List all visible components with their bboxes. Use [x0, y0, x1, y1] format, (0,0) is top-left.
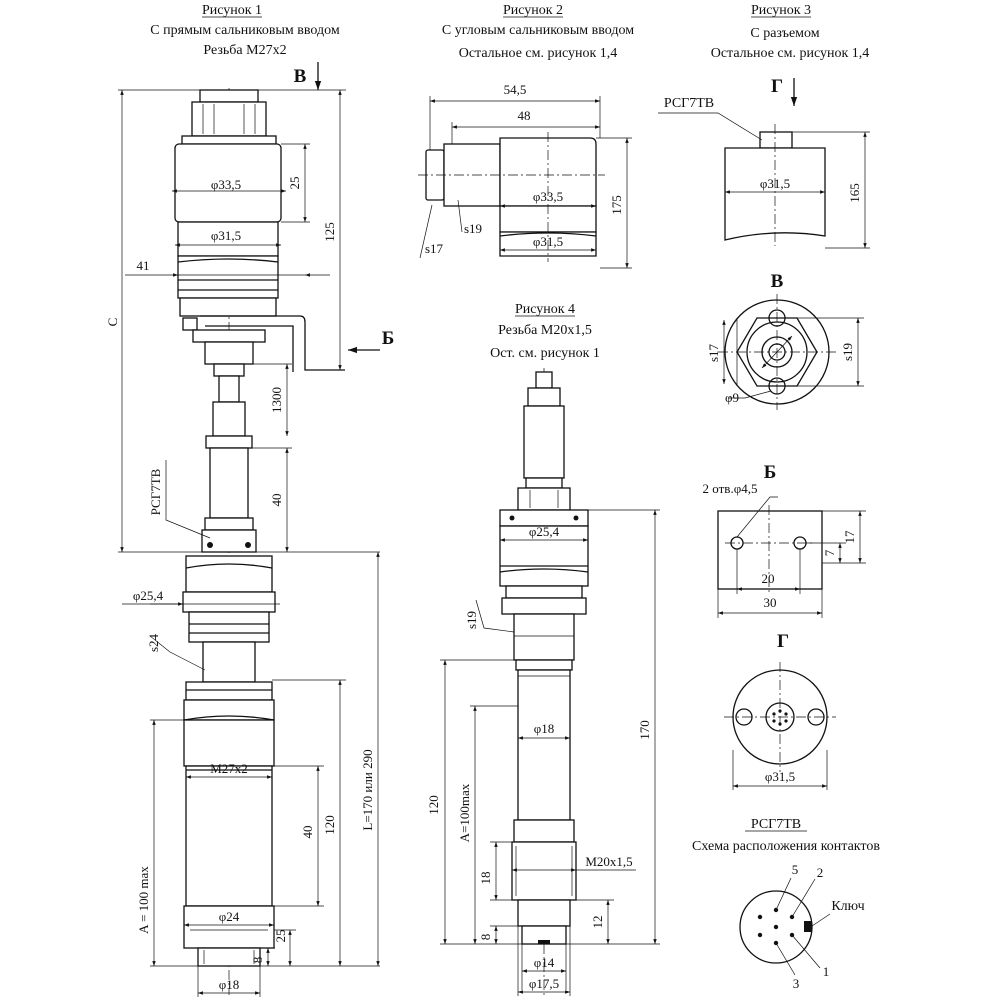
view-b-dim-30: 30: [764, 595, 777, 610]
contact-layout-title: РСГ7ТВ: [751, 817, 801, 832]
figure-2-caption: Рисунок 2 С угловым сальниковым вводом О…: [442, 3, 634, 61]
view-b-dim-17: 17: [842, 530, 857, 544]
view-b-title: Б: [764, 462, 777, 483]
contact-pin-1: 1: [823, 964, 830, 979]
view-arrow-g-label: Г: [771, 76, 783, 97]
fig1-dim-d24: φ24: [219, 909, 240, 924]
fig1-dim-125: 125: [322, 222, 337, 242]
fig4-dim-d18: φ18: [534, 721, 555, 736]
figure-3-caption: Рисунок 3 С разъемом Остальное см. рисун…: [711, 3, 870, 61]
figure-2-subtitle: С угловым сальниковым вводом: [442, 23, 634, 38]
fig2-label-s19: s19: [464, 221, 482, 236]
view-g-title: Г: [777, 631, 789, 652]
fig4-dim-120: 120: [426, 795, 441, 815]
figure-1-title: Рисунок 1: [202, 3, 262, 18]
figure-2-note: Остальное см. рисунок 1,4: [459, 46, 618, 61]
view-v-dim-d9: φ9: [725, 390, 739, 405]
figure-1-thread: Резьба М27х2: [203, 43, 286, 58]
view-g-drawing: Г φ31,5: [724, 631, 836, 790]
view-b-dim-7: 7: [822, 549, 837, 556]
figure-1-caption: Рисунок 1 С прямым сальниковым вводом Ре…: [150, 3, 340, 58]
fig1-dim-m27: М27х2: [210, 761, 248, 776]
view-v-dim-s19: s19: [840, 343, 855, 361]
fig4-label-s19: s19: [464, 611, 479, 629]
figure-1-drawing: φ33,5 25 φ31,5 125 41 C 1300 40 РСГ7ТВ φ…: [105, 62, 394, 997]
fig2-dim-48: 48: [518, 108, 531, 123]
fig1-dim-A: A = 100 max: [136, 866, 151, 934]
fig3-dim-165: 165: [847, 183, 862, 203]
fig2-dim-175: 175: [609, 195, 624, 215]
figure-4-thread: Резьба М20х1,5: [498, 323, 592, 338]
view-v-dim-s17: s17: [706, 343, 721, 362]
fig4-dim-d14: φ14: [534, 955, 555, 970]
fig1-dim-L: L=170 или 290: [360, 749, 375, 830]
view-arrow-v-label: В: [294, 66, 307, 87]
fig2-dim-d31: φ31,5: [533, 234, 563, 249]
fig1-dim-25b: 25: [273, 930, 288, 943]
fig4-dim-12: 12: [590, 916, 605, 929]
view-v-title: В: [771, 271, 784, 292]
fig1-dim-40b: 40: [300, 826, 315, 839]
fig1-dim-41: 41: [137, 258, 150, 273]
figure-3-title: Рисунок 3: [751, 3, 811, 18]
fig1-dim-d25: φ25,4: [133, 588, 164, 603]
figure-4-note: Ост. см. рисунок 1: [490, 346, 600, 361]
figure-4-title: Рисунок 4: [515, 302, 575, 317]
fig1-dim-d31: φ31,5: [211, 228, 241, 243]
figure-3-note: Остальное см. рисунок 1,4: [711, 46, 870, 61]
figure-2-drawing: 54,5 48 φ33,5 175 s17 s19 φ31,5: [418, 82, 632, 269]
contact-layout: РСГ7ТВ Схема расположения контактов 5 2 …: [692, 817, 880, 991]
fig2-dim-d33: φ33,5: [533, 189, 563, 204]
fig4-dim-A: A=100max: [457, 783, 472, 842]
view-v-drawing: В s17 s19 φ9: [706, 271, 864, 410]
fig3-label-rsg: РСГ7ТВ: [664, 96, 714, 111]
fig4-dim-d175: φ17,5: [529, 976, 559, 991]
view-b-drawing: Б 2 отв.φ4,5 17 7 20 30: [703, 462, 866, 618]
view-b-dim-20: 20: [762, 571, 775, 586]
fig4-dim-d254: φ25,4: [529, 524, 560, 539]
figure-1-subtitle: С прямым сальниковым вводом: [150, 23, 340, 38]
contact-pin-2: 2: [817, 865, 824, 880]
fig1-dim-1300: 1300: [269, 387, 284, 413]
fig1-dim-d33: φ33,5: [211, 177, 241, 192]
fig1-label-rsg: РСГ7ТВ: [148, 468, 163, 515]
figure-4-drawing: φ25,4 s19 φ18 170 120 A=100max М20х1,5 1…: [426, 368, 660, 996]
fig2-dim-545: 54,5: [504, 82, 527, 97]
contact-key-label: Ключ: [831, 899, 864, 914]
contact-pin-3: 3: [793, 976, 800, 991]
fig2-label-s17: s17: [425, 241, 444, 256]
fig1-dim-C: C: [105, 318, 120, 327]
view-g-dim-d31: φ31,5: [765, 769, 795, 784]
fig1-dim-40a: 40: [269, 494, 284, 507]
fig4-dim-8: 8: [478, 934, 493, 941]
figure-3-subtitle: С разъемом: [750, 26, 819, 41]
fig4-dim-m20: М20х1,5: [585, 854, 632, 869]
contact-layout-subtitle: Схема расположения контактов: [692, 839, 880, 854]
view-arrow-b-label: Б: [382, 328, 395, 349]
fig1-dim-8: 8: [250, 957, 265, 964]
figure-4-caption: Рисунок 4 Резьба М20х1,5 Ост. см. рисуно…: [490, 302, 600, 361]
view-b-holes: 2 отв.φ4,5: [703, 481, 758, 496]
fig3-dim-d31: φ31,5: [760, 176, 790, 191]
figure-3-drawing: Г РСГ7ТВ φ31,5 165: [658, 76, 870, 249]
figure-2-title: Рисунок 2: [503, 3, 563, 18]
fig1-dim-120: 120: [322, 815, 337, 835]
fig4-dim-170: 170: [637, 720, 652, 740]
fig1-label-s24: s24: [146, 633, 161, 652]
fig1-dim-d18: φ18: [219, 977, 240, 992]
contact-pin-5: 5: [792, 862, 799, 877]
fig4-dim-18: 18: [478, 872, 493, 885]
fig1-dim-25: 25: [287, 177, 302, 190]
